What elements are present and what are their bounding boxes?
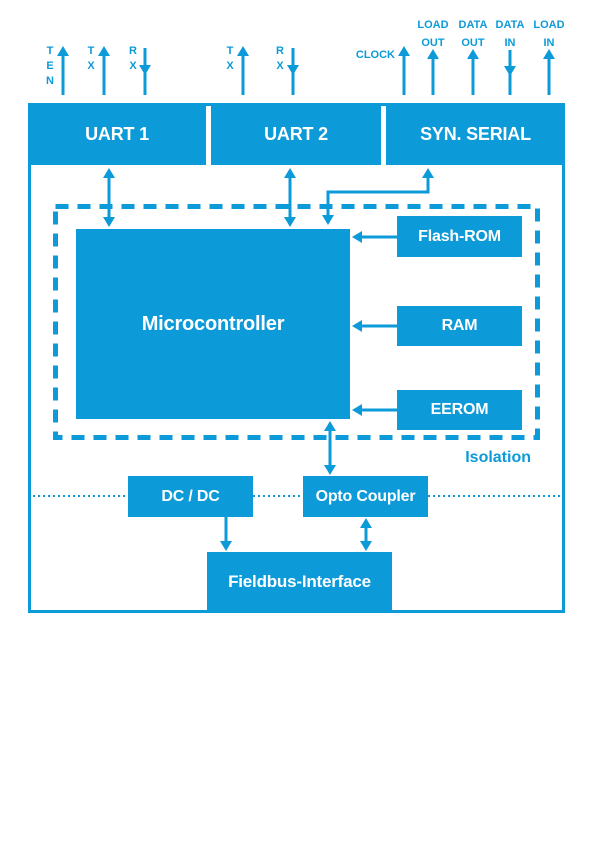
arrowhead-up <box>237 46 249 56</box>
fieldbus-interface-label: Fieldbus-Interface <box>228 572 371 591</box>
data-in-signal-label: DATA IN <box>495 19 525 49</box>
opto-fieldbus-arrow-bidirectional <box>360 518 372 551</box>
uart2-tx-arrow-up <box>237 46 249 95</box>
syn-serial-block: SYN. SERIAL <box>386 103 565 165</box>
arrowhead-up <box>467 49 479 59</box>
arrowhead-down <box>103 217 115 227</box>
arrowhead-down <box>360 541 372 551</box>
isolation-label: Isolation <box>465 449 531 466</box>
dc-dc-block: DC / DC <box>128 476 253 517</box>
microcontroller-block: Microcontroller <box>76 229 350 419</box>
isolation-dashed-box <box>53 204 540 440</box>
uart2-rx-arrow-down <box>287 48 299 95</box>
arrowhead-up <box>98 46 110 56</box>
uart1-rx-signal-label: RX <box>129 45 137 72</box>
uart1-tx-arrow-up <box>98 46 110 95</box>
eerom-block: EEROM <box>397 390 522 430</box>
arrowhead-up <box>422 168 434 178</box>
load-out-signal-label: LOAD OUT <box>417 19 449 49</box>
syn-serial-micro-elbow-arrow <box>322 168 434 225</box>
flash-rom-label: Flash-ROM <box>418 227 501 245</box>
arrowhead-left <box>352 320 362 332</box>
arrowhead-up <box>103 168 115 178</box>
clock-arrow-up <box>398 46 410 95</box>
ram-label: RAM <box>441 317 478 334</box>
load-in-arrow-up <box>543 49 555 95</box>
arrowhead-down <box>322 215 334 225</box>
fieldbus-interface-block: Fieldbus-Interface <box>207 552 392 612</box>
arrowhead-up <box>360 518 372 528</box>
arrowhead-down <box>284 217 296 227</box>
data-out-arrow-up <box>467 49 479 95</box>
micro-opto-arrow-bidirectional <box>324 421 336 475</box>
uart1-block: UART 1 <box>28 103 206 165</box>
ram-micro-arrow-left <box>352 320 397 332</box>
ten-signal-label: TEN <box>46 45 54 87</box>
microcontroller-label: Microcontroller <box>141 312 285 335</box>
uart1-micro-arrow-bidirectional <box>103 168 115 227</box>
arrowhead-down <box>287 65 299 75</box>
arrowhead-up <box>543 49 555 59</box>
uart2-block: UART 2 <box>211 103 381 165</box>
arrowhead-down <box>139 65 151 75</box>
ram-block: RAM <box>397 306 522 346</box>
opto-coupler-label: Opto Coupler <box>315 487 416 505</box>
arrowhead-up <box>427 49 439 59</box>
syn-serial-label: SYN. SERIAL <box>420 123 531 144</box>
dc-dc-label: DC / DC <box>161 487 220 505</box>
uart2-label: UART 2 <box>264 123 328 144</box>
eerom-label: EEROM <box>430 401 489 418</box>
data-in-arrow-down <box>504 50 516 95</box>
load-out-arrow-up <box>427 49 439 95</box>
arrowhead-left <box>352 231 362 243</box>
ten-arrow-up <box>57 46 69 95</box>
eerom-micro-arrow-left <box>352 404 397 416</box>
arrowhead-left <box>352 404 362 416</box>
uart2-rx-signal-label: RX <box>276 45 284 72</box>
uart1-rx-arrow-down <box>139 48 151 95</box>
arrowhead-up <box>324 421 336 431</box>
uart2-micro-arrow-bidirectional <box>284 168 296 227</box>
flash-rom-block: Flash-ROM <box>397 216 522 257</box>
uart2-tx-signal-label: TX <box>226 45 234 72</box>
arrowhead-up <box>284 168 296 178</box>
load-in-signal-label: LOAD IN <box>533 19 565 49</box>
arrowhead-down <box>220 541 232 551</box>
arrowhead-up <box>398 46 410 56</box>
arrowhead-down <box>324 465 336 475</box>
clock-signal-label: CLOCK <box>355 49 395 61</box>
uart1-label: UART 1 <box>85 123 149 144</box>
arrowhead-up <box>57 46 69 56</box>
uart1-tx-signal-label: TX <box>87 45 95 72</box>
dcdc-fieldbus-arrow-down <box>220 517 232 551</box>
data-out-signal-label: DATA OUT <box>458 19 488 49</box>
opto-coupler-block: Opto Coupler <box>303 476 428 517</box>
arrowhead-down <box>504 66 516 76</box>
flash-rom-micro-arrow-left <box>352 231 397 243</box>
